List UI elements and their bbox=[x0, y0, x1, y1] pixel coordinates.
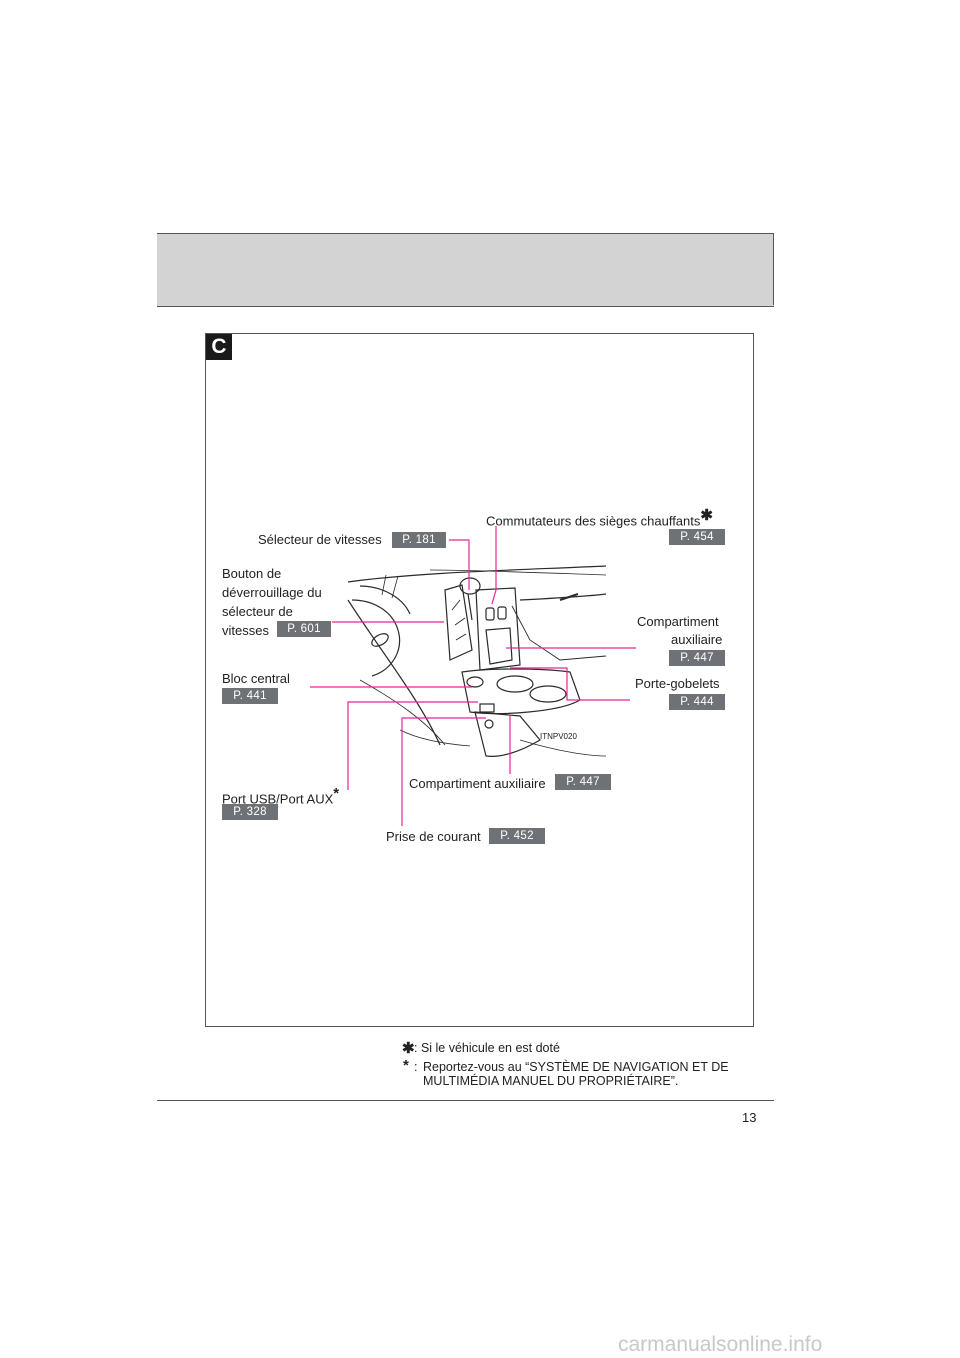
audio-system-asterisk-icon: * bbox=[333, 785, 340, 802]
watermark: carmanualsonline.info bbox=[618, 1333, 823, 1356]
illustration-panel bbox=[205, 333, 754, 1027]
optional-asterisk-icon: ✱ bbox=[402, 1040, 415, 1057]
shift-lock-release-label-line2: déverrouillage du bbox=[222, 585, 322, 600]
shift-lock-release-label-line3: sélecteur de bbox=[222, 604, 293, 619]
center-console-label: Bloc central bbox=[222, 671, 290, 686]
audio-system-asterisk-icon: * bbox=[403, 1057, 409, 1074]
shift-lock-release-label-line1: Bouton de bbox=[222, 566, 282, 581]
page-ref-aux-compartment[interactable]: P. 447 bbox=[669, 650, 725, 666]
heated-seat-switches-label: Commutateurs des sièges chauffants✱ bbox=[486, 507, 713, 529]
gear-selector-label: Sélecteur de vitesses bbox=[258, 532, 382, 547]
usb-aux-port-label: Port USB/Port AUX* bbox=[222, 785, 340, 807]
page-ref-cup-holders[interactable]: P. 444 bbox=[669, 694, 725, 710]
illustration-code: ITNPV020 bbox=[540, 732, 577, 741]
footnote-optional-text: : Si le véhicule en est doté bbox=[414, 1041, 560, 1055]
lower-aux-compartment-label: Compartiment auxiliaire bbox=[409, 776, 546, 791]
bottom-rule bbox=[157, 1100, 774, 1101]
page-ref-shift-lock-release[interactable]: P. 601 bbox=[277, 621, 331, 637]
header-band bbox=[157, 233, 774, 307]
page-ref-usb-aux-port[interactable]: P. 328 bbox=[222, 804, 278, 820]
page-number: 13 bbox=[742, 1110, 757, 1125]
leader-lines bbox=[310, 526, 636, 826]
footnote-navigation-line2: MULTIMÉDIA MANUEL DU PROPRIÉTAIRE”. bbox=[423, 1074, 679, 1088]
shift-lock-release-label-line4: vitesses bbox=[222, 623, 269, 638]
aux-compartment-label-line2: auxiliaire bbox=[671, 632, 723, 647]
aux-compartment-label-line1: Compartiment bbox=[637, 614, 719, 629]
optional-asterisk-icon: ✱ bbox=[700, 507, 713, 524]
footnote-colon: : bbox=[414, 1060, 418, 1074]
page-ref-power-outlet[interactable]: P. 452 bbox=[489, 828, 545, 844]
section-letter: C bbox=[206, 334, 232, 360]
header-edge-line bbox=[773, 233, 774, 305]
power-outlet-label: Prise de courant bbox=[386, 829, 481, 844]
page-ref-heated-seat-switches[interactable]: P. 454 bbox=[669, 529, 725, 545]
page-ref-center-console[interactable]: P. 441 bbox=[222, 688, 278, 704]
cup-holders-label: Porte-gobelets bbox=[635, 676, 720, 691]
page-ref-gear-selector[interactable]: P. 181 bbox=[392, 532, 446, 548]
footnote-navigation-line1: Reportez-vous au “SYSTÈME DE NAVIGATION … bbox=[423, 1060, 729, 1074]
console-drawing bbox=[347, 565, 607, 757]
page-ref-lower-aux-compartment[interactable]: P. 447 bbox=[555, 774, 611, 790]
